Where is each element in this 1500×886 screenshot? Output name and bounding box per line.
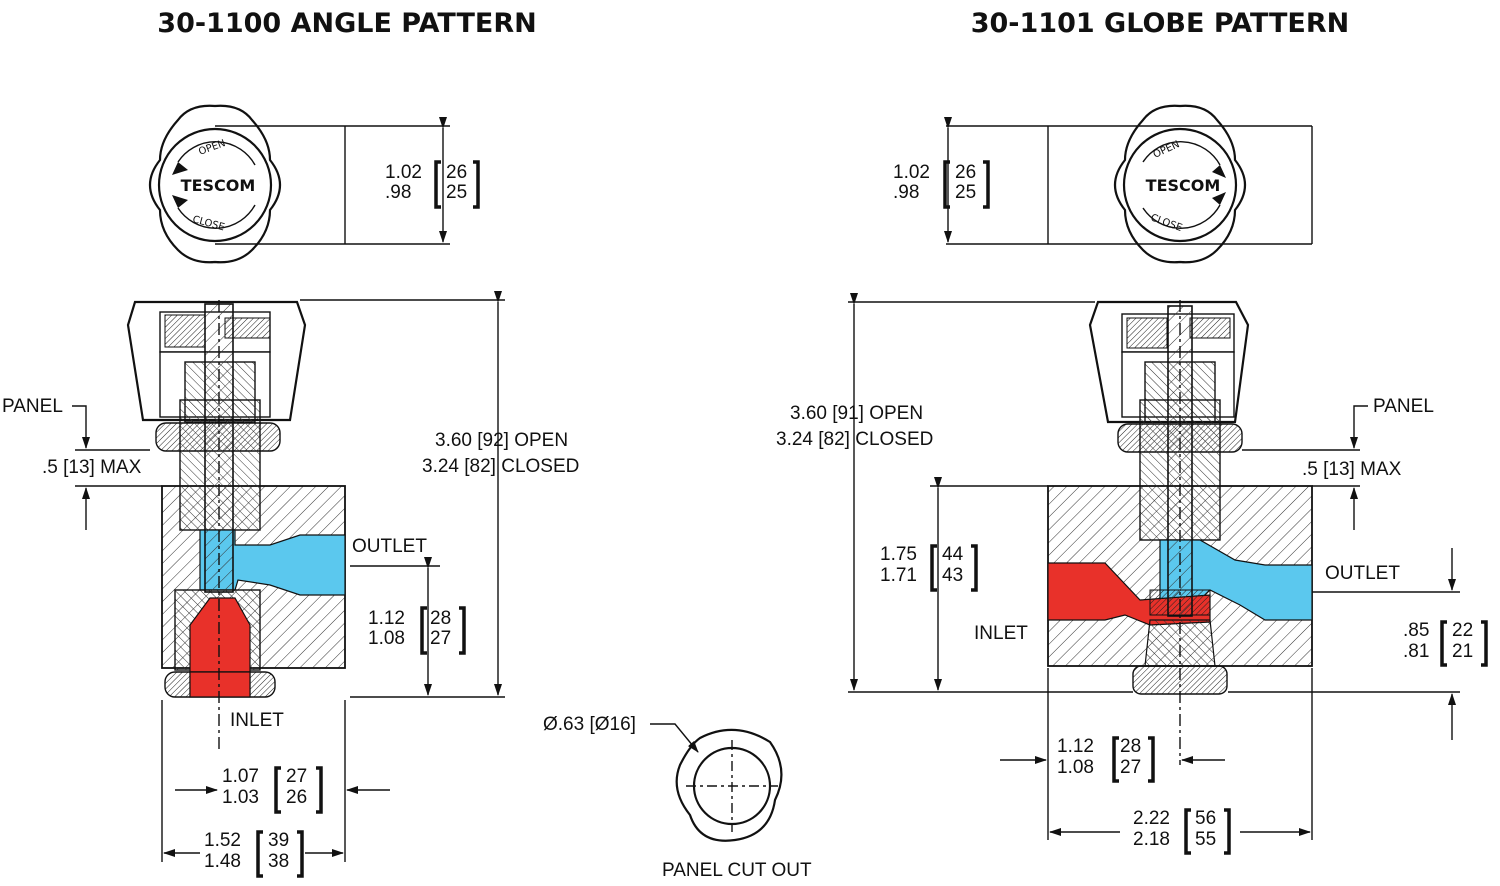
- right-body-dim-in-max: 2.22: [1133, 808, 1170, 829]
- right-knob-open-text: OPEN: [1152, 139, 1182, 161]
- left-height-open: 3.60 [92] OPEN: [435, 430, 568, 451]
- right-knob-dim-mm-min: 25: [955, 182, 976, 203]
- left-width-dim-mm-max: 27: [286, 766, 307, 787]
- right-height-closed: 3.24 [82] CLOSED: [776, 429, 933, 450]
- right-outlet-label: OUTLET: [1325, 563, 1400, 584]
- left-knob-open-text: OPEN: [197, 138, 227, 158]
- left-height-closed: 3.24 [82] CLOSED: [422, 456, 579, 477]
- right-height2-dim-in-min: 1.71: [880, 565, 917, 586]
- right-knob-top-view: OPEN CLOSE TESCOM: [946, 104, 1313, 264]
- left-width-dim-mm-min: 26: [286, 787, 307, 808]
- right-width-dim-in-max: 1.12: [1057, 736, 1094, 757]
- right-height-open: 3.60 [91] OPEN: [790, 403, 923, 424]
- left-title: 30-1100 ANGLE PATTERN: [157, 8, 536, 39]
- left-inlet-label: INLET: [230, 710, 284, 731]
- left-knob-dim-mm-min: 25: [446, 182, 467, 203]
- right-height2-dim-in-max: 1.75: [880, 544, 917, 565]
- left-valve-section: [126, 300, 346, 750]
- left-width-dim-in-max: 1.07: [222, 766, 259, 787]
- left-body-dim-in-min: 1.48: [204, 851, 241, 872]
- left-panel-max: .5 [13] MAX: [42, 457, 142, 478]
- left-width-dim-in-min: 1.03: [222, 787, 259, 808]
- left-port-dim-in-max: 1.12: [368, 608, 405, 629]
- cutout-dia-label: Ø.63 [Ø16]: [543, 714, 636, 735]
- right-knob-dim-in-max: 1.02: [893, 162, 930, 183]
- right-port-dim-in-max: .85: [1403, 620, 1429, 641]
- right-knob-close-text: CLOSE: [1149, 212, 1184, 234]
- right-knob-dim-mm-max: 26: [955, 162, 976, 183]
- right-body-dim-mm-max: 56: [1195, 808, 1216, 829]
- left-knob-close-text: CLOSE: [191, 214, 225, 233]
- right-knob-dim-in-min: .98: [893, 182, 919, 203]
- right-panel-label: PANEL: [1373, 396, 1434, 417]
- right-port-dim-mm-min: 21: [1452, 641, 1473, 662]
- left-body-dim-in-max: 1.52: [204, 830, 241, 851]
- right-port-dim-mm-max: 22: [1452, 620, 1473, 641]
- left-outlet-label: OUTLET: [352, 536, 427, 557]
- right-height2-dim-mm-max: 44: [942, 544, 964, 565]
- right-width-dim-in-min: 1.08: [1057, 757, 1094, 778]
- panel-cutout: [650, 723, 783, 842]
- left-knob-dim-mm-max: 26: [446, 162, 467, 183]
- left-panel-label: PANEL: [2, 396, 63, 417]
- right-panel-max: .5 [13] MAX: [1302, 459, 1402, 480]
- left-body-dim-mm-max: 39: [268, 830, 289, 851]
- left-knob-dim-in-min: .98: [385, 182, 411, 203]
- cutout-caption: PANEL CUT OUT: [662, 860, 812, 881]
- right-body-dim-in-min: 2.18: [1133, 829, 1170, 850]
- right-height2-dim-mm-min: 43: [942, 565, 963, 586]
- right-width-dim-mm-max: 28: [1120, 736, 1141, 757]
- right-body-dim-mm-min: 55: [1195, 829, 1216, 850]
- right-knob-logo: TESCOM: [1146, 176, 1221, 195]
- left-body-dim-mm-min: 38: [268, 851, 289, 872]
- right-width-dim-mm-min: 27: [1120, 757, 1141, 778]
- right-port-dim-in-min: .81: [1403, 641, 1429, 662]
- left-port-dim-mm-max: 28: [430, 608, 451, 629]
- left-knob-logo: TESCOM: [181, 176, 256, 195]
- left-knob-dim-in-max: 1.02: [385, 162, 422, 183]
- right-valve-section: [1047, 300, 1313, 765]
- left-port-dim-mm-min: 27: [430, 628, 451, 649]
- left-port-dim-in-min: 1.08: [368, 628, 405, 649]
- right-title: 30-1101 GLOBE PATTERN: [971, 8, 1350, 39]
- right-inlet-label: INLET: [974, 623, 1028, 644]
